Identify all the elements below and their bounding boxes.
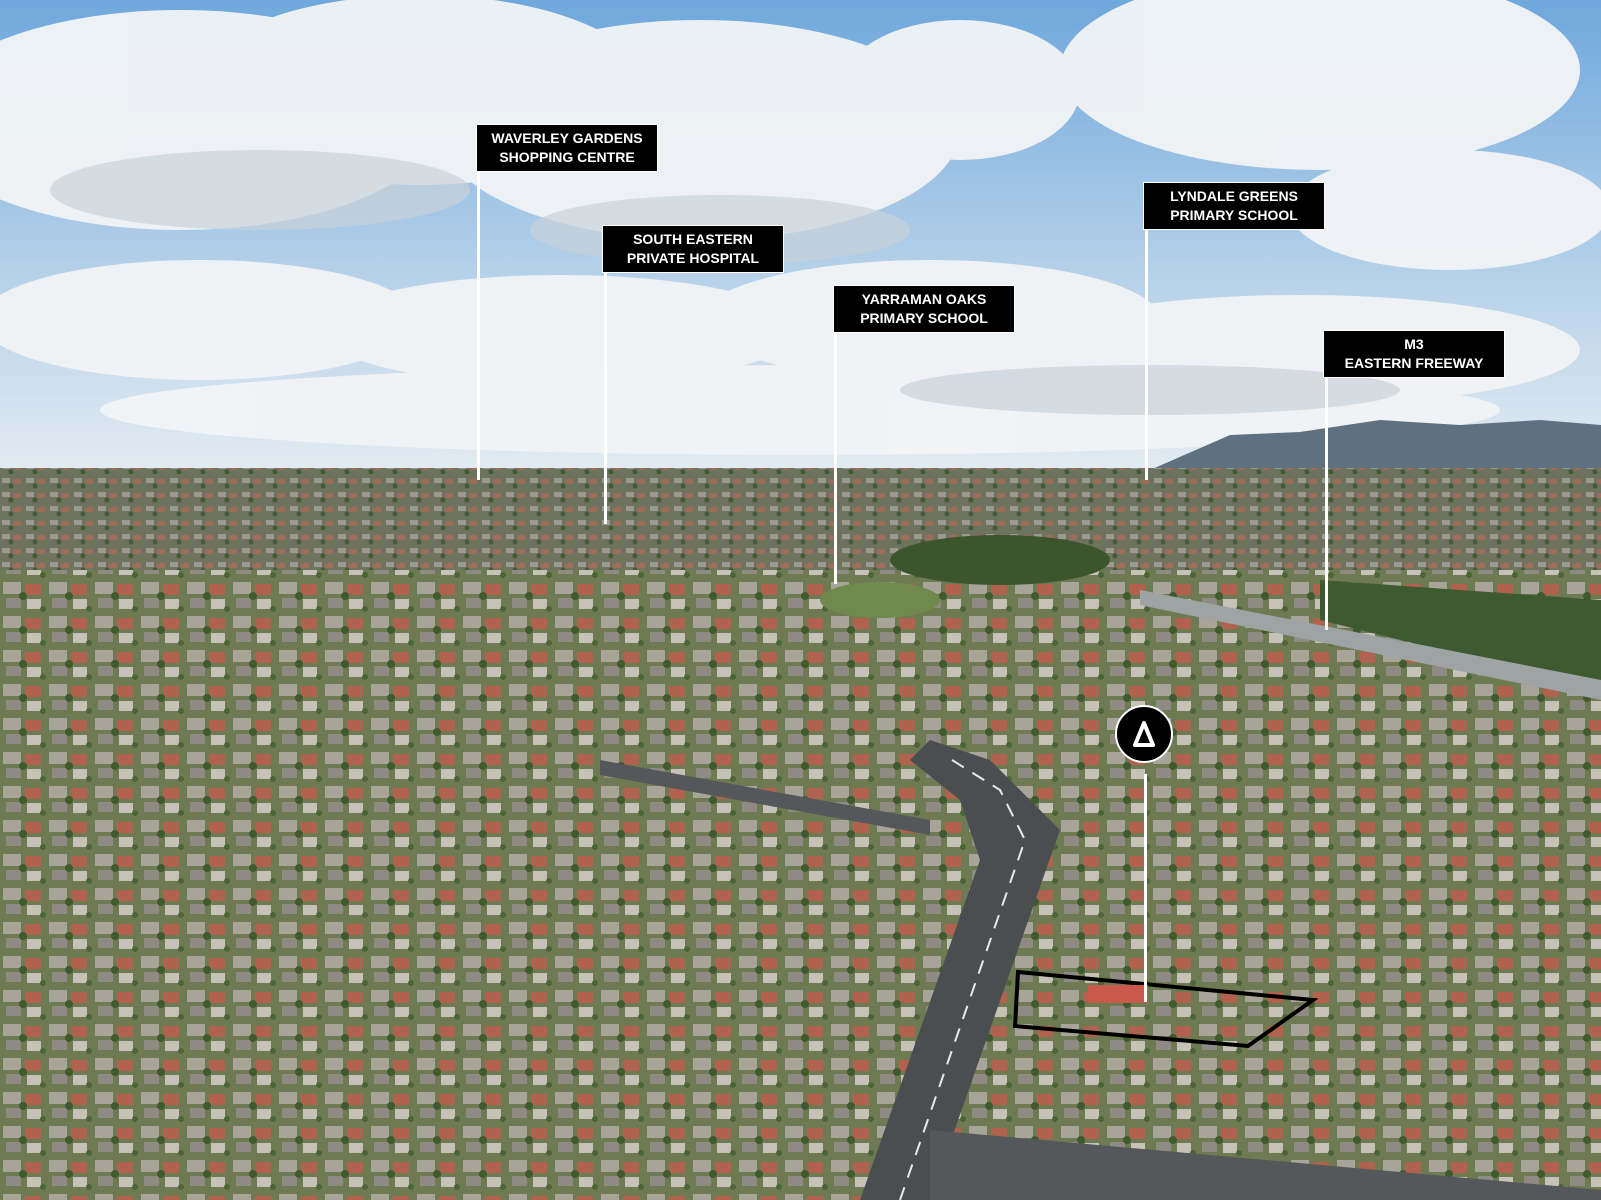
label-yarraman-oaks: YARRAMAN OAKS PRIMARY SCHOOL — [833, 285, 1015, 333]
label-lyndale-greens: LYNDALE GREENS PRIMARY SCHOOL — [1143, 182, 1325, 230]
label-line-1: SOUTH EASTERN — [633, 231, 753, 247]
leader-line-freeway — [1325, 372, 1328, 630]
label-line-1: WAVERLEY GARDENS — [491, 130, 643, 146]
label-line-2: EASTERN FREEWAY — [1344, 355, 1484, 371]
leader-line-lyndale — [1145, 226, 1148, 480]
label-line-2: PRIMARY SCHOOL — [860, 310, 988, 326]
leader-line-yarraman — [834, 328, 837, 584]
label-line-1: YARRAMAN OAKS — [861, 291, 987, 307]
leader-line-hospital — [604, 268, 607, 524]
label-line-1: LYNDALE GREENS — [1170, 188, 1298, 204]
leader-line-property — [1144, 774, 1147, 1002]
label-waverley-gardens: WAVERLEY GARDENS SHOPPING CENTRE — [476, 124, 658, 172]
property-boundary — [1012, 969, 1319, 1049]
label-line-2: PRIMARY SCHOOL — [1170, 207, 1298, 223]
label-line-2: PRIVATE HOSPITAL — [626, 250, 760, 266]
label-line-2: SHOPPING CENTRE — [499, 149, 635, 165]
label-south-eastern-hospital: SOUTH EASTERN PRIVATE HOSPITAL — [602, 225, 784, 273]
label-line-1: M3 — [1404, 336, 1424, 352]
label-m3-eastern-freeway: M3 EASTERN FREEWAY — [1323, 330, 1505, 378]
property-marker — [1115, 705, 1173, 763]
agency-logo-icon — [1133, 721, 1155, 747]
leader-line-waverley — [477, 168, 480, 480]
